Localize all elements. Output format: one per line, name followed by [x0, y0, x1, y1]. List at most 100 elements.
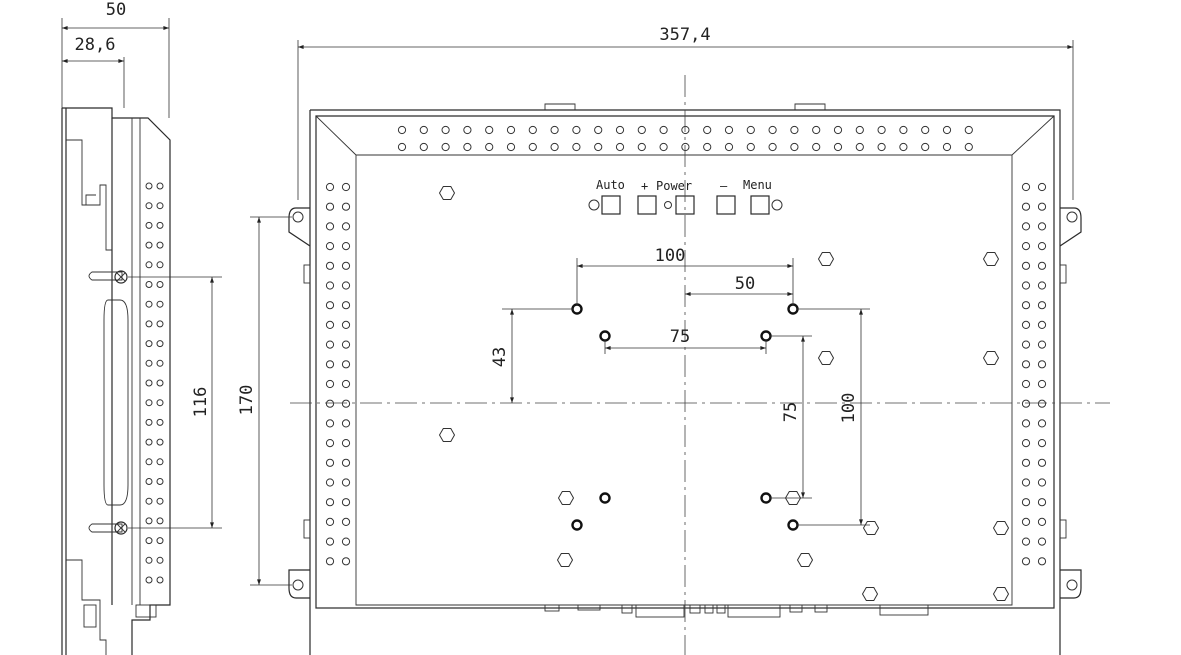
plus-label: + [641, 179, 648, 193]
power-led [664, 201, 672, 209]
vent-hole [768, 142, 777, 152]
vent-hole [397, 125, 407, 135]
vent-hole [1021, 360, 1031, 369]
vent-hole [812, 142, 821, 152]
vent-hole [156, 497, 164, 505]
vent-hole [341, 458, 351, 467]
vent-hole [325, 537, 335, 546]
vent-hole [1037, 222, 1047, 231]
vent-hole [1021, 439, 1031, 448]
vent-hole [681, 142, 690, 152]
vent-hole [156, 576, 164, 584]
vent-hole [145, 537, 153, 545]
hex-standoff [982, 252, 1000, 266]
hex-standoff [982, 351, 1000, 365]
vent-hole [812, 125, 821, 135]
vent-hole [145, 241, 153, 249]
dim-text-75-v: 75 [781, 402, 801, 422]
vent-hole [341, 439, 351, 448]
vent-hole [637, 125, 646, 135]
vent-hole [550, 125, 559, 135]
vent-hole [156, 556, 164, 564]
vent-hole [1037, 281, 1047, 290]
vent-hole [615, 142, 625, 152]
hex-standoff [796, 553, 814, 567]
vent-hole [341, 182, 351, 192]
hex-standoff [556, 553, 574, 567]
vent-hole [921, 125, 930, 135]
led-left [588, 199, 600, 211]
vent-hole [156, 458, 164, 466]
vent-hole [145, 320, 153, 328]
auto-button [601, 195, 621, 215]
auto-label: Auto [596, 178, 625, 192]
vent-hole [877, 125, 886, 135]
vent-hole [1037, 320, 1047, 329]
vent-hole [341, 242, 351, 251]
vent-hole [855, 142, 864, 152]
hex-standoffs [438, 186, 1010, 601]
vent-hole [341, 537, 351, 546]
vent-hole [325, 399, 335, 408]
vent-hole [441, 142, 450, 152]
vent-hole [1021, 517, 1031, 527]
bottom-connectors [544, 604, 929, 618]
vent-hole [1021, 399, 1031, 408]
vent-hole [145, 221, 153, 229]
vent-hole [1037, 439, 1047, 448]
vent-hole [1021, 281, 1031, 290]
vent-hole [485, 142, 494, 152]
side-vent-holes [145, 182, 164, 584]
vent-hole [145, 517, 153, 525]
vent-hole [145, 300, 153, 308]
vent-hole [397, 142, 407, 152]
vent-hole [615, 125, 625, 135]
hex-standoff [862, 521, 880, 535]
vent-hole [325, 222, 335, 231]
dim-text-28-6: 28,6 [75, 35, 116, 55]
vent-hole [325, 261, 335, 270]
vent-hole [156, 182, 164, 190]
vent-hole [156, 438, 164, 446]
vent-hole [833, 125, 843, 135]
vent-hole [942, 125, 952, 135]
vent-hole [156, 300, 164, 308]
vent-hole [341, 517, 351, 527]
vent-hole [145, 556, 153, 564]
vent-hole [325, 320, 335, 329]
vent-hole [145, 182, 153, 190]
vent-hole [156, 281, 164, 288]
vent-hole [341, 281, 351, 290]
vent-hole [341, 301, 351, 310]
vent-hole [419, 125, 428, 135]
vent-hole [833, 142, 843, 152]
vent-hole [156, 379, 164, 387]
vent-hole [1037, 261, 1047, 270]
vent-hole [746, 125, 755, 135]
vent-hole [1037, 458, 1047, 467]
vent-hole [1037, 202, 1047, 211]
vent-hole [341, 478, 351, 487]
vent-hole [341, 222, 351, 231]
vent-hole [1037, 517, 1047, 527]
dim-text-50-h: 50 [735, 274, 755, 294]
vent-hole [1037, 557, 1047, 566]
vent-hole [506, 125, 516, 135]
vent-hole [325, 242, 335, 251]
vent-hole [145, 379, 153, 387]
vent-hole [964, 142, 973, 152]
vent-hole [325, 301, 335, 310]
vent-hole [1037, 537, 1047, 546]
vent-hole [463, 125, 472, 135]
led-right [771, 199, 783, 211]
vent-hole [768, 125, 777, 135]
vent-hole [1021, 557, 1031, 566]
vent-hole [419, 142, 428, 152]
vent-hole [964, 125, 973, 135]
menu-label: Menu [743, 178, 772, 192]
vent-hole [485, 125, 494, 135]
hex-standoff [817, 252, 835, 266]
vent-hole [572, 125, 581, 135]
vent-hole [145, 261, 153, 269]
